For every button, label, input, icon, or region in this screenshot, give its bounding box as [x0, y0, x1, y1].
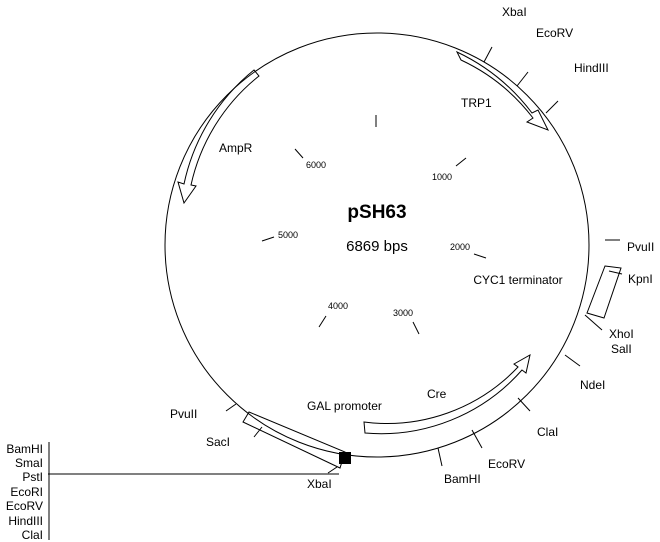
site-bamhi: BamHI [444, 472, 481, 486]
gal-promoter-box [242, 411, 346, 469]
scale-tick-4000-mark [318, 315, 327, 328]
site-pvuii-right: PvuII [627, 240, 654, 254]
scale-tick-3000: 3000 [393, 308, 413, 318]
feature-trp1: TRP1 [461, 96, 492, 110]
plasmid-backbone [164, 32, 590, 458]
scale-tick-3000-mark [412, 321, 420, 335]
site-line-xbai-bottom [327, 466, 338, 474]
site-ecorv-bottom: EcoRV [488, 457, 525, 471]
feature-gal-promoter: GAL promoter [307, 399, 382, 413]
site-sali: SalI [611, 342, 632, 356]
mcs-site-hindiii: HindIII [8, 514, 43, 528]
site-saci: SacI [206, 435, 230, 449]
mcs-site-clai: ClaI [22, 528, 43, 542]
feature-ampr: AmpR [219, 141, 253, 155]
feature-cre: Cre [427, 387, 447, 401]
scale-tick-5000: 5000 [278, 230, 298, 240]
site-line-bamhi [437, 447, 443, 467]
scale-tick-2000: 2000 [450, 242, 470, 252]
cyc1-terminator-box [586, 265, 622, 319]
plasmid-size: 6869 bps [346, 238, 408, 255]
cre-arrow [363, 354, 531, 435]
site-xbai-top: XbaI [502, 5, 527, 19]
plasmid-name: pSH63 [347, 202, 406, 223]
site-clai: ClaI [537, 425, 558, 439]
mcs-site-bamhi: BamHI [6, 442, 43, 456]
site-line-pvuii-left [225, 403, 237, 412]
scale-tick-5000-mark [261, 236, 275, 242]
site-line-ndei [564, 354, 581, 367]
site-line-ecorv-bottom [471, 429, 483, 449]
scale-tick-1000: 1000 [432, 172, 452, 182]
site-kpni: KpnI [628, 272, 653, 286]
scale-tick-6000-mark [294, 148, 304, 159]
scale-tick-1000-mark [455, 157, 467, 167]
site-line-xbai-top [483, 46, 493, 63]
site-xbai-bottom: XbaI [307, 477, 332, 491]
ampr-arrow [177, 69, 260, 205]
feature-cyc1-terminator: CYC1 terminator [473, 273, 562, 287]
site-line-xhoi-sali [584, 314, 603, 331]
site-hindiii: HindIII [574, 61, 609, 75]
mcs-site-smai: SmaI [15, 456, 43, 470]
mcs-site-ecorv: EcoRV [6, 499, 43, 513]
site-line-saci [253, 426, 263, 438]
site-line-ecorv-top [516, 71, 529, 87]
site-ecorv-top: EcoRV [536, 26, 573, 40]
site-pvuii-left: PvuII [170, 407, 197, 421]
site-xhoi: XhoI [609, 327, 634, 341]
site-ndei: NdeI [580, 378, 605, 392]
junction-marker [339, 452, 351, 464]
site-line-clai [517, 397, 531, 412]
scale-tick-4000: 4000 [328, 301, 348, 311]
site-line-hindiii [545, 100, 559, 114]
scale-tick-6000: 6000 [306, 160, 326, 170]
scale-tick-2000-mark [473, 253, 487, 259]
trp1-arrow [455, 50, 550, 131]
mcs-site-ecori: EcoRI [10, 485, 43, 499]
mcs-site-psti: PstI [22, 470, 43, 484]
site-line-kpni [608, 270, 623, 275]
